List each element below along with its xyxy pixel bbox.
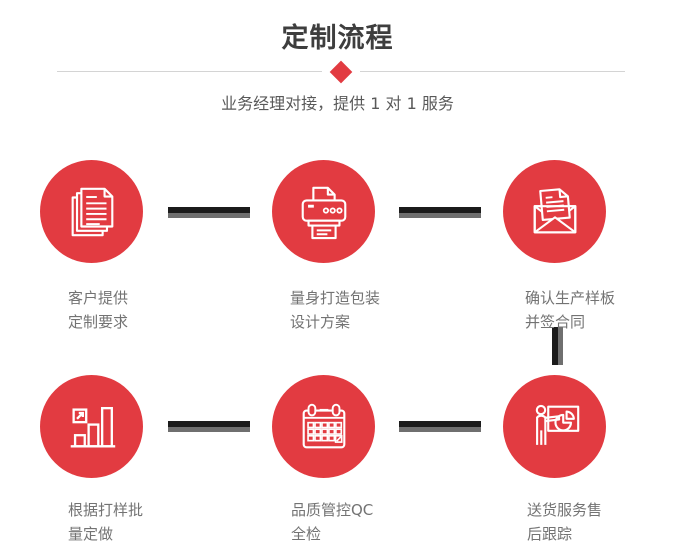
diamond-marker-box xyxy=(322,54,360,90)
page-title: 定制流程 xyxy=(281,23,394,54)
step-1: 客户提供 定制要求 xyxy=(40,160,143,331)
step-4-label: 根据打样批 量定做 xyxy=(68,498,143,546)
documents-icon xyxy=(71,187,113,236)
step-4-circle xyxy=(40,375,143,478)
connector-step2-step3 xyxy=(399,207,481,218)
step-2-label-line1: 量身打造包装 xyxy=(290,289,381,307)
step-3-circle xyxy=(503,160,606,263)
connector-step5-step6 xyxy=(399,421,481,432)
presentation-board-icon xyxy=(535,404,579,445)
step-1-label: 客户提供 定制要求 xyxy=(68,286,128,334)
connector-step3-step6 xyxy=(552,327,563,365)
section-subtitle: 业务经理对接，提供 1 对 1 服务 xyxy=(221,94,454,113)
step-5-circle xyxy=(272,375,375,478)
step-6-label: 送货服务售 后跟踪 xyxy=(527,498,602,546)
step-3-label-line2: 并签合同 xyxy=(525,313,586,331)
calendar-icon xyxy=(302,403,345,448)
step-4-label-line2: 量定做 xyxy=(68,525,114,543)
step-5-label-line1: 品质管控QC xyxy=(291,501,374,519)
connector-step1-step2 xyxy=(168,207,250,218)
open-envelope-icon xyxy=(533,187,576,233)
step-2-circle xyxy=(272,160,375,263)
printer-icon xyxy=(301,186,346,239)
step-5: 品质管控QC 全检 xyxy=(272,375,375,543)
diamond-icon xyxy=(329,60,353,84)
step-4: 根据打样批 量定做 xyxy=(40,375,143,543)
bar-chart-icon xyxy=(70,406,115,447)
step-2-label-line2: 设计方案 xyxy=(290,313,351,331)
step-2: 量身打造包装 设计方案 xyxy=(272,160,380,331)
step-6-label-line1: 送货服务售 xyxy=(527,501,603,519)
step-5-label-line2: 全检 xyxy=(291,525,322,543)
step-1-label-line1: 客户提供 xyxy=(68,289,129,307)
step-6-circle xyxy=(503,375,606,478)
step-3-label-line1: 确认生产样板 xyxy=(525,289,616,307)
step-5-label: 品质管控QC 全检 xyxy=(291,498,373,546)
step-4-label-line1: 根据打样批 xyxy=(68,501,144,519)
step-3: 确认生产样板 并签合同 xyxy=(503,160,615,331)
step-6-label-line2: 后跟踪 xyxy=(527,525,573,543)
step-1-label-line2: 定制要求 xyxy=(68,313,129,331)
step-3-label: 确认生产样板 并签合同 xyxy=(525,286,615,334)
step-6: 送货服务售 后跟踪 xyxy=(503,375,606,543)
connector-step4-step5 xyxy=(168,421,250,432)
step-1-circle xyxy=(40,160,143,263)
step-2-label: 量身打造包装 设计方案 xyxy=(290,286,380,334)
